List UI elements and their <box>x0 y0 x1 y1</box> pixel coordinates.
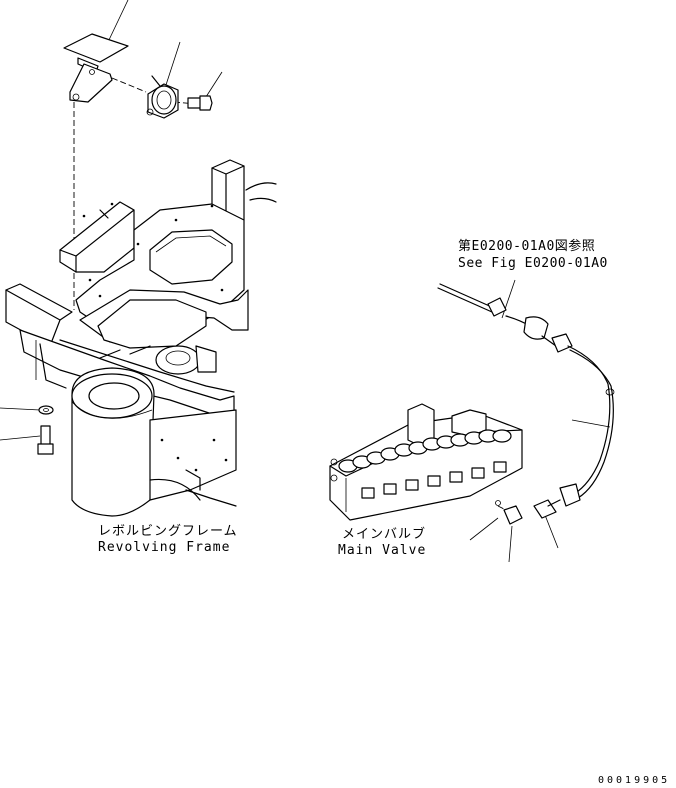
revolving-frame <box>5 159 277 517</box>
swivel-joint-housing <box>71 367 155 517</box>
switch-bolt <box>187 95 213 111</box>
figure-reference-jp: 第E0200-01A0図参照 <box>458 239 596 254</box>
main-valve <box>329 403 523 521</box>
swing-motor-bracket <box>155 345 217 375</box>
main-valve-label-jp: メインバルブ <box>342 527 427 542</box>
main-valve-label-en: Main Valve <box>338 543 427 558</box>
revolving-frame-label-jp: レボルビングフレーム <box>98 524 238 539</box>
wiring-harness <box>437 283 615 507</box>
valve-spools <box>338 429 512 473</box>
washer <box>38 405 54 415</box>
figure-reference-en: See Fig E0200-01A0 <box>458 256 608 271</box>
bolt <box>37 425 54 455</box>
revolving-frame-label-en: Revolving Frame <box>98 540 231 555</box>
pressure-sensor <box>533 499 561 519</box>
pressure-sensor-adapter <box>503 505 523 525</box>
valve-ports <box>361 461 507 499</box>
document-id: 00019905 <box>598 775 671 786</box>
leader-lines <box>0 0 611 563</box>
dots <box>82 202 228 472</box>
limit-switch <box>146 75 179 119</box>
pedal-bracket-assembly <box>63 33 197 310</box>
